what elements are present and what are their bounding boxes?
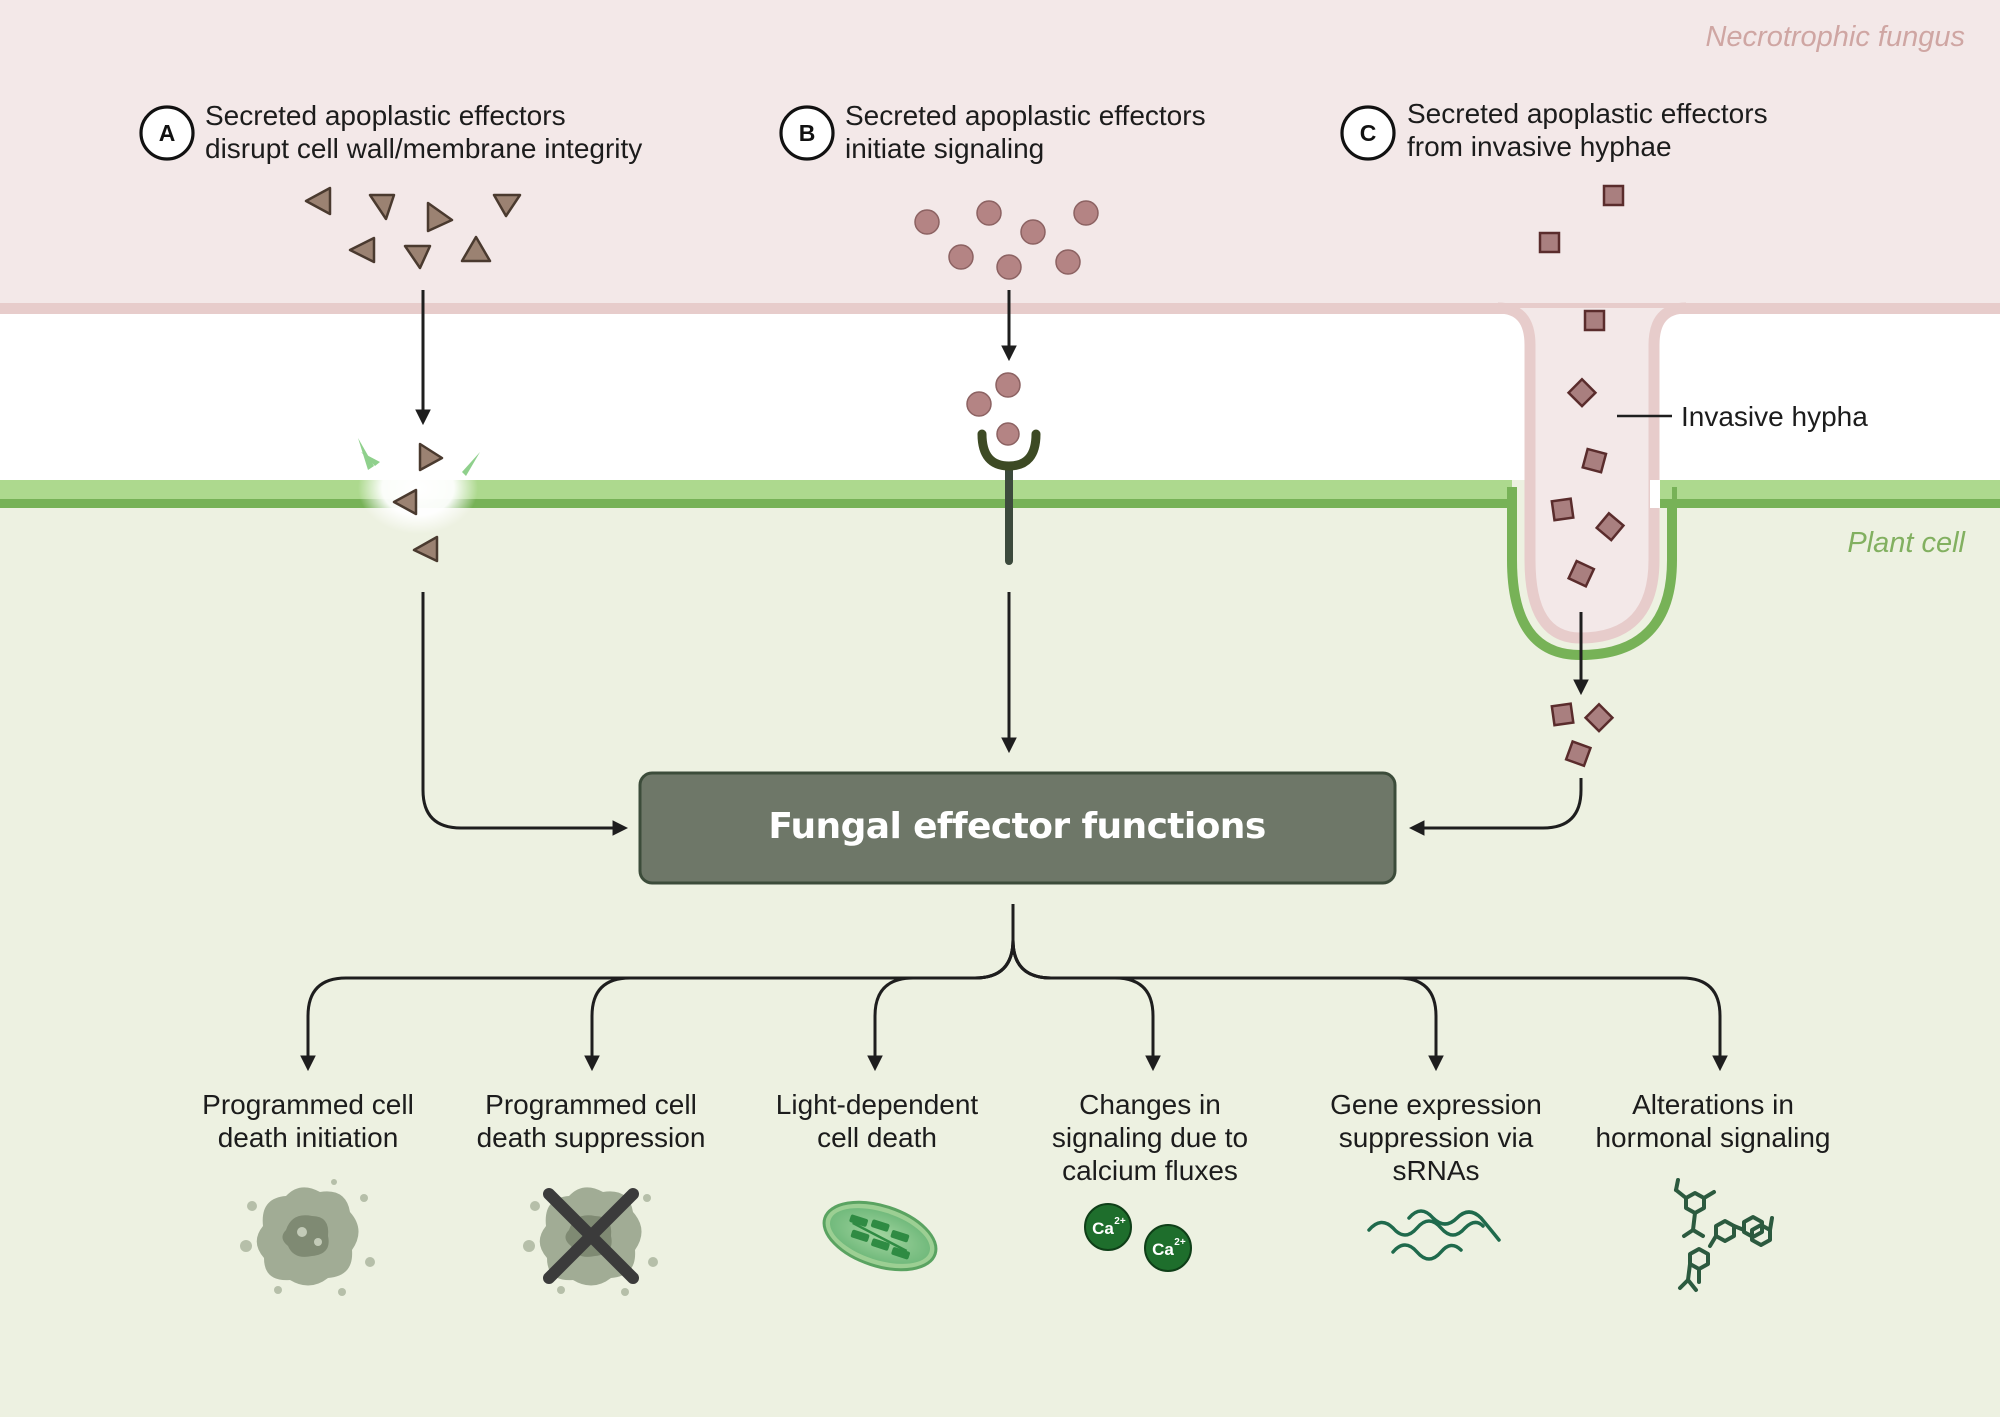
- svg-text:2+: 2+: [1114, 1216, 1126, 1227]
- triangle-effector: [412, 535, 439, 563]
- triangle-effector: [418, 442, 444, 472]
- sphere-effector: [1055, 249, 1081, 275]
- triangle-effector: [460, 235, 492, 263]
- triangle-effector: [368, 193, 396, 221]
- outcome-label: Gene expression: [1330, 1089, 1542, 1120]
- mechanism-b-letter: B: [799, 120, 816, 146]
- square-effector: [1583, 702, 1615, 733]
- sphere-effector: [966, 391, 992, 417]
- outcome-label: Alterations in: [1632, 1089, 1794, 1120]
- hormone-molecules-icon: [1674, 1178, 1774, 1292]
- sphere-effector: [1073, 200, 1099, 226]
- sphere-effector: [948, 244, 974, 270]
- invasive-hypha: [1497, 302, 1687, 661]
- plant-membrane: [0, 499, 2000, 508]
- svg-text:2+: 2+: [1174, 1237, 1186, 1248]
- triangle-effectors-group: [304, 186, 522, 270]
- outcome-label: Changes in: [1079, 1089, 1221, 1120]
- hypha-label: Invasive hypha: [1681, 401, 1868, 432]
- fungal-effector-functions-box: Fungal effector functions: [638, 771, 1397, 885]
- srna-strands-icon: [1367, 1209, 1501, 1261]
- calcium-ions-icon: Ca 2+ Ca 2+: [1084, 1203, 1192, 1272]
- sphere-effector: [995, 372, 1021, 398]
- square-effector: [1566, 377, 1598, 408]
- square-effector: [1602, 184, 1625, 207]
- mechanism-a-header: A Secreted apoplastic effectors disrupt …: [139, 100, 642, 164]
- square-effector: [1550, 497, 1575, 522]
- sphere-effector: [976, 200, 1002, 226]
- outcome-calcium-signaling: Changes in signaling due to calcium flux…: [1052, 1089, 1248, 1186]
- sphere-effectors-group: [914, 200, 1099, 280]
- cell-wall-breach: [358, 438, 480, 563]
- mechanism-a-letter: A: [159, 120, 176, 146]
- svg-text:Ca: Ca: [1092, 1219, 1114, 1238]
- mechanism-c-line2: from invasive hyphae: [1407, 131, 1672, 162]
- outcome-label: death initiation: [218, 1122, 399, 1153]
- square-effectors-group: [1538, 184, 1626, 588]
- outcome-label: Light-dependent: [776, 1089, 979, 1120]
- mechanism-b-line1: Secreted apoplastic effectors: [845, 100, 1206, 131]
- outcome-pcd-suppression: Programmed cell death suppression: [477, 1089, 706, 1153]
- fungus-border: [0, 303, 2000, 314]
- mechanism-a-line2: disrupt cell wall/membrane integrity: [205, 133, 642, 164]
- arrow-a-to-box: [421, 592, 629, 836]
- square-effector: [1594, 511, 1626, 542]
- cell-death-icon: [240, 1179, 375, 1296]
- central-box-label: Fungal effector functions: [768, 806, 1265, 847]
- outcome-pcd-initiation: Programmed cell death initiation: [202, 1089, 414, 1153]
- outcome-label: cell death: [817, 1122, 937, 1153]
- outcome-label: hormonal signaling: [1595, 1122, 1830, 1153]
- outcome-light-dependent-death: Light-dependent cell death: [776, 1089, 979, 1153]
- arrow-c-to-box: [1408, 778, 1583, 836]
- sphere-effector: [914, 209, 940, 235]
- square-effector: [1583, 309, 1606, 332]
- mechanism-b-line2: initiate signaling: [845, 133, 1044, 164]
- square-effector: [1564, 739, 1593, 768]
- sphere-effector: [996, 422, 1020, 446]
- triangle-effector: [304, 186, 332, 216]
- outcome-label: suppression via: [1339, 1122, 1534, 1153]
- plant-cell-wall: [0, 480, 2000, 500]
- outcome-branches: [300, 904, 1728, 1072]
- cell-death-crossed-icon: [523, 1187, 658, 1296]
- triangle-effector: [392, 488, 418, 516]
- calcium-ion: Ca 2+: [1144, 1224, 1192, 1272]
- mechanism-b-header: B Secreted apoplastic effectors initiate…: [779, 100, 1206, 164]
- triangle-effector: [492, 193, 522, 218]
- outcome-label: sRNAs: [1392, 1155, 1479, 1186]
- fungus-label: Necrotrophic fungus: [1705, 21, 1965, 53]
- mechanism-c-header: C Secreted apoplastic effectors from inv…: [1340, 98, 1768, 162]
- mechanism-c-line1: Secreted apoplastic effectors: [1407, 98, 1768, 129]
- square-effector: [1566, 559, 1596, 588]
- outcome-label: death suppression: [477, 1122, 706, 1153]
- triangle-effector: [403, 244, 432, 270]
- chloroplast-icon: [822, 1200, 938, 1272]
- triangle-effector: [426, 201, 454, 233]
- triangle-effector: [348, 236, 376, 264]
- outcome-label: calcium fluxes: [1062, 1155, 1238, 1186]
- sphere-effector: [996, 254, 1022, 280]
- sphere-effector: [1020, 219, 1046, 245]
- outcome-hormonal-signaling: Alterations in hormonal signaling: [1595, 1089, 1830, 1153]
- outcome-label: signaling due to: [1052, 1122, 1248, 1153]
- apoplast-space: [0, 314, 2000, 480]
- outcome-srna-suppression: Gene expression suppression via sRNAs: [1330, 1089, 1542, 1186]
- outcome-label: Programmed cell: [485, 1089, 697, 1120]
- plant-cell-label: Plant cell: [1847, 527, 1966, 559]
- svg-text:Ca: Ca: [1152, 1240, 1174, 1259]
- released-square-effectors: [1550, 702, 1615, 768]
- outcome-label: Programmed cell: [202, 1089, 414, 1120]
- receptor-icon: [966, 372, 1041, 565]
- calcium-ion: Ca 2+: [1084, 1203, 1132, 1251]
- square-effector: [1581, 447, 1608, 474]
- square-effector: [1538, 231, 1561, 254]
- mechanism-a-line1: Secreted apoplastic effectors: [205, 100, 566, 131]
- mechanism-c-letter: C: [1360, 120, 1377, 146]
- square-effector: [1550, 702, 1575, 727]
